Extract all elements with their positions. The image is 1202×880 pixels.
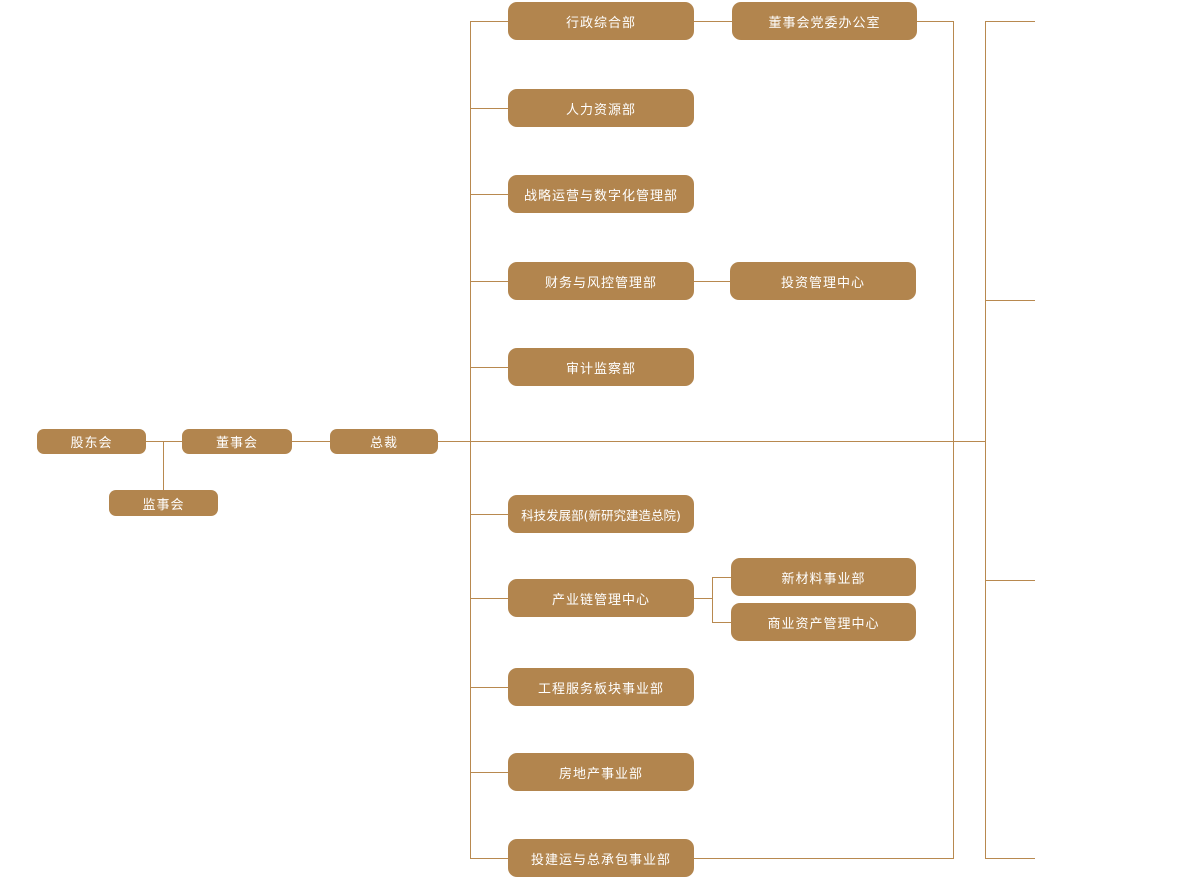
connector-line [470, 194, 508, 195]
connector-line [146, 441, 182, 442]
connector-line [694, 21, 732, 22]
connector-line [470, 598, 508, 599]
connector-line [694, 858, 953, 859]
node-industry-chain-center: 产业链管理中心 [508, 579, 694, 617]
node-investment-construction-epc-division: 投建运与总承包事业部 [508, 839, 694, 877]
connector-line [163, 441, 164, 490]
node-investment-management-center: 投资管理中心 [730, 262, 916, 300]
connector-line [470, 858, 508, 859]
connector-line [470, 687, 508, 688]
node-strategy-digital-dept: 战略运营与数字化管理部 [508, 175, 694, 213]
node-supervisory-board: 监事会 [109, 490, 218, 516]
node-tech-development-dept: 科技发展部(新研究建造总院) [508, 495, 694, 533]
connector-line [712, 577, 713, 622]
node-real-estate-division: 房地产事业部 [508, 753, 694, 791]
connector-line [470, 514, 508, 515]
connector-line [470, 21, 508, 22]
connector-line [985, 580, 1035, 581]
connector-line [985, 21, 1035, 22]
connector-line [917, 21, 953, 22]
node-engineering-services-division: 工程服务板块事业部 [508, 668, 694, 706]
connector-line [712, 622, 731, 623]
node-audit-supervision-dept: 审计监察部 [508, 348, 694, 386]
connector-line [694, 598, 712, 599]
connector-line [953, 21, 954, 859]
connector-line [985, 21, 986, 859]
node-commercial-assets-center: 商业资产管理中心 [731, 603, 916, 641]
connector-line [985, 300, 1035, 301]
node-board-of-directors: 董事会 [182, 429, 292, 454]
node-hr-dept: 人力资源部 [508, 89, 694, 127]
connector-line [712, 577, 731, 578]
node-shareholders-meeting: 股东会 [37, 429, 146, 454]
connector-line [470, 21, 471, 859]
connector-line [470, 772, 508, 773]
node-president: 总裁 [330, 429, 438, 454]
node-new-materials-division: 新材料事业部 [731, 558, 916, 596]
connector-line [694, 281, 730, 282]
connector-line [292, 441, 330, 442]
node-finance-risk-dept: 财务与风控管理部 [508, 262, 694, 300]
connector-line [438, 441, 985, 442]
connector-line [470, 108, 508, 109]
connector-line [470, 281, 508, 282]
node-admin-general-dept: 行政综合部 [508, 2, 694, 40]
connector-line [985, 858, 1035, 859]
node-board-party-committee-office: 董事会党委办公室 [732, 2, 917, 40]
connector-line [470, 367, 508, 368]
